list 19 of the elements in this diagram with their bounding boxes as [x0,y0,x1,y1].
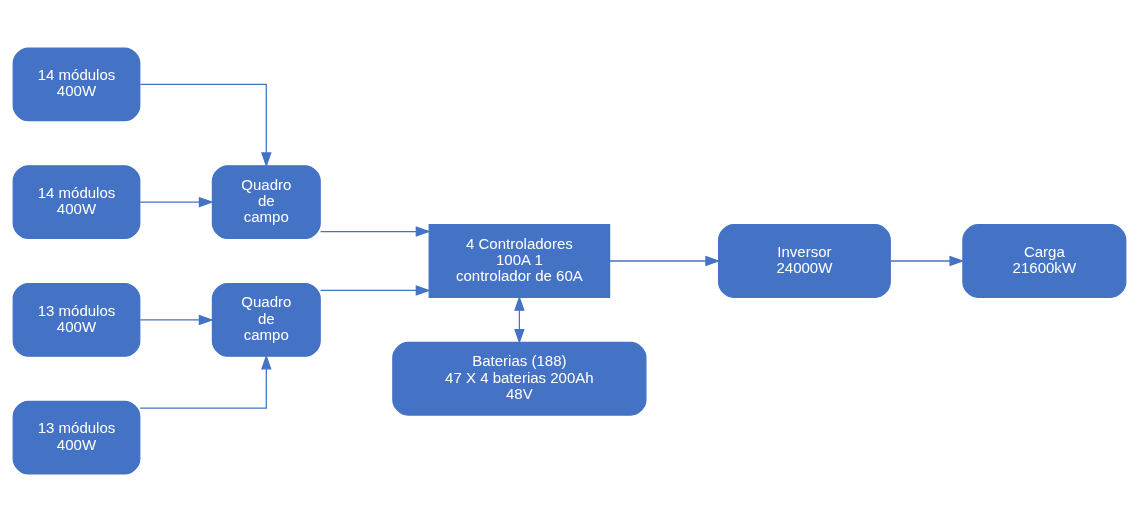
arrow [139,83,272,168]
node-box: Quadro de campo [211,282,321,357]
node-box: 13 módulos 400W [12,282,141,357]
arrow [139,354,272,409]
node-box: 4 Controladores 100A 1 controlador de 60A [428,224,611,298]
node-box: 13 módulos 400W [12,400,141,475]
arrow [889,255,965,267]
node-box: Inversor 24000W [717,224,891,298]
node-box: 14 módulos 400W [12,165,141,240]
node-box: Carga 21600kW [962,224,1127,298]
arrow [514,295,525,345]
node-box: Baterias (188) 47 X 4 baterias 200Ah 48V [392,341,647,416]
arrow [319,226,431,237]
arrow [139,196,214,208]
arrow [139,314,214,326]
arrow [609,255,721,267]
arrow [319,285,431,296]
node-box: 14 módulos 400W [12,47,141,122]
node-box: Quadro de campo [211,165,321,240]
